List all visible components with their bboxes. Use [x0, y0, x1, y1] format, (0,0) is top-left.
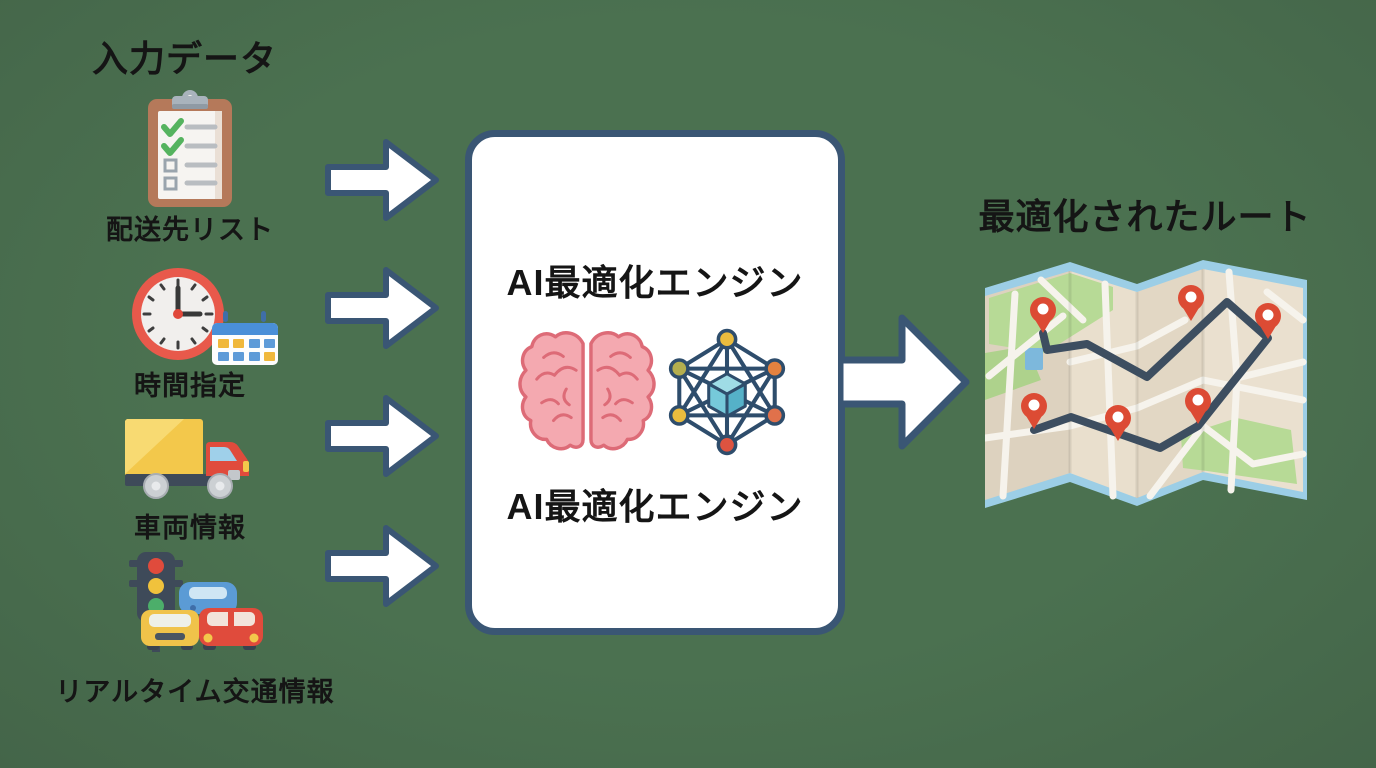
truck-icon — [125, 419, 249, 499]
route-map-icon — [985, 260, 1307, 508]
engine-title-bottom: AI最適化エンジン — [506, 486, 804, 527]
neural-network-icon — [668, 328, 786, 456]
input-item-label-realtime-traffic: リアルタイム交通情報 — [55, 677, 335, 707]
flow-arrow-icon-2 — [325, 267, 439, 349]
clock-calendar-icon — [132, 268, 278, 365]
input-item-label-vehicle-info: 車両情報 — [134, 513, 246, 543]
output-section-heading: 最適化されたルート — [978, 196, 1312, 237]
input-section-heading: 入力データ — [92, 38, 278, 79]
input-item-label-time-window: 時間指定 — [134, 371, 246, 401]
clipboard-checklist-icon — [148, 90, 232, 207]
flow-arrow-icon-1 — [325, 139, 439, 221]
flow-arrow-icon-4 — [325, 525, 439, 607]
engine-title-top: AI最適化エンジン — [506, 262, 804, 303]
output-arrow-icon — [838, 314, 970, 450]
input-item-label-delivery-list: 配送先リスト — [106, 215, 274, 245]
traffic-jam-icon — [129, 552, 263, 652]
flow-arrow-icon-3 — [325, 395, 439, 477]
brain-icon — [518, 331, 656, 451]
